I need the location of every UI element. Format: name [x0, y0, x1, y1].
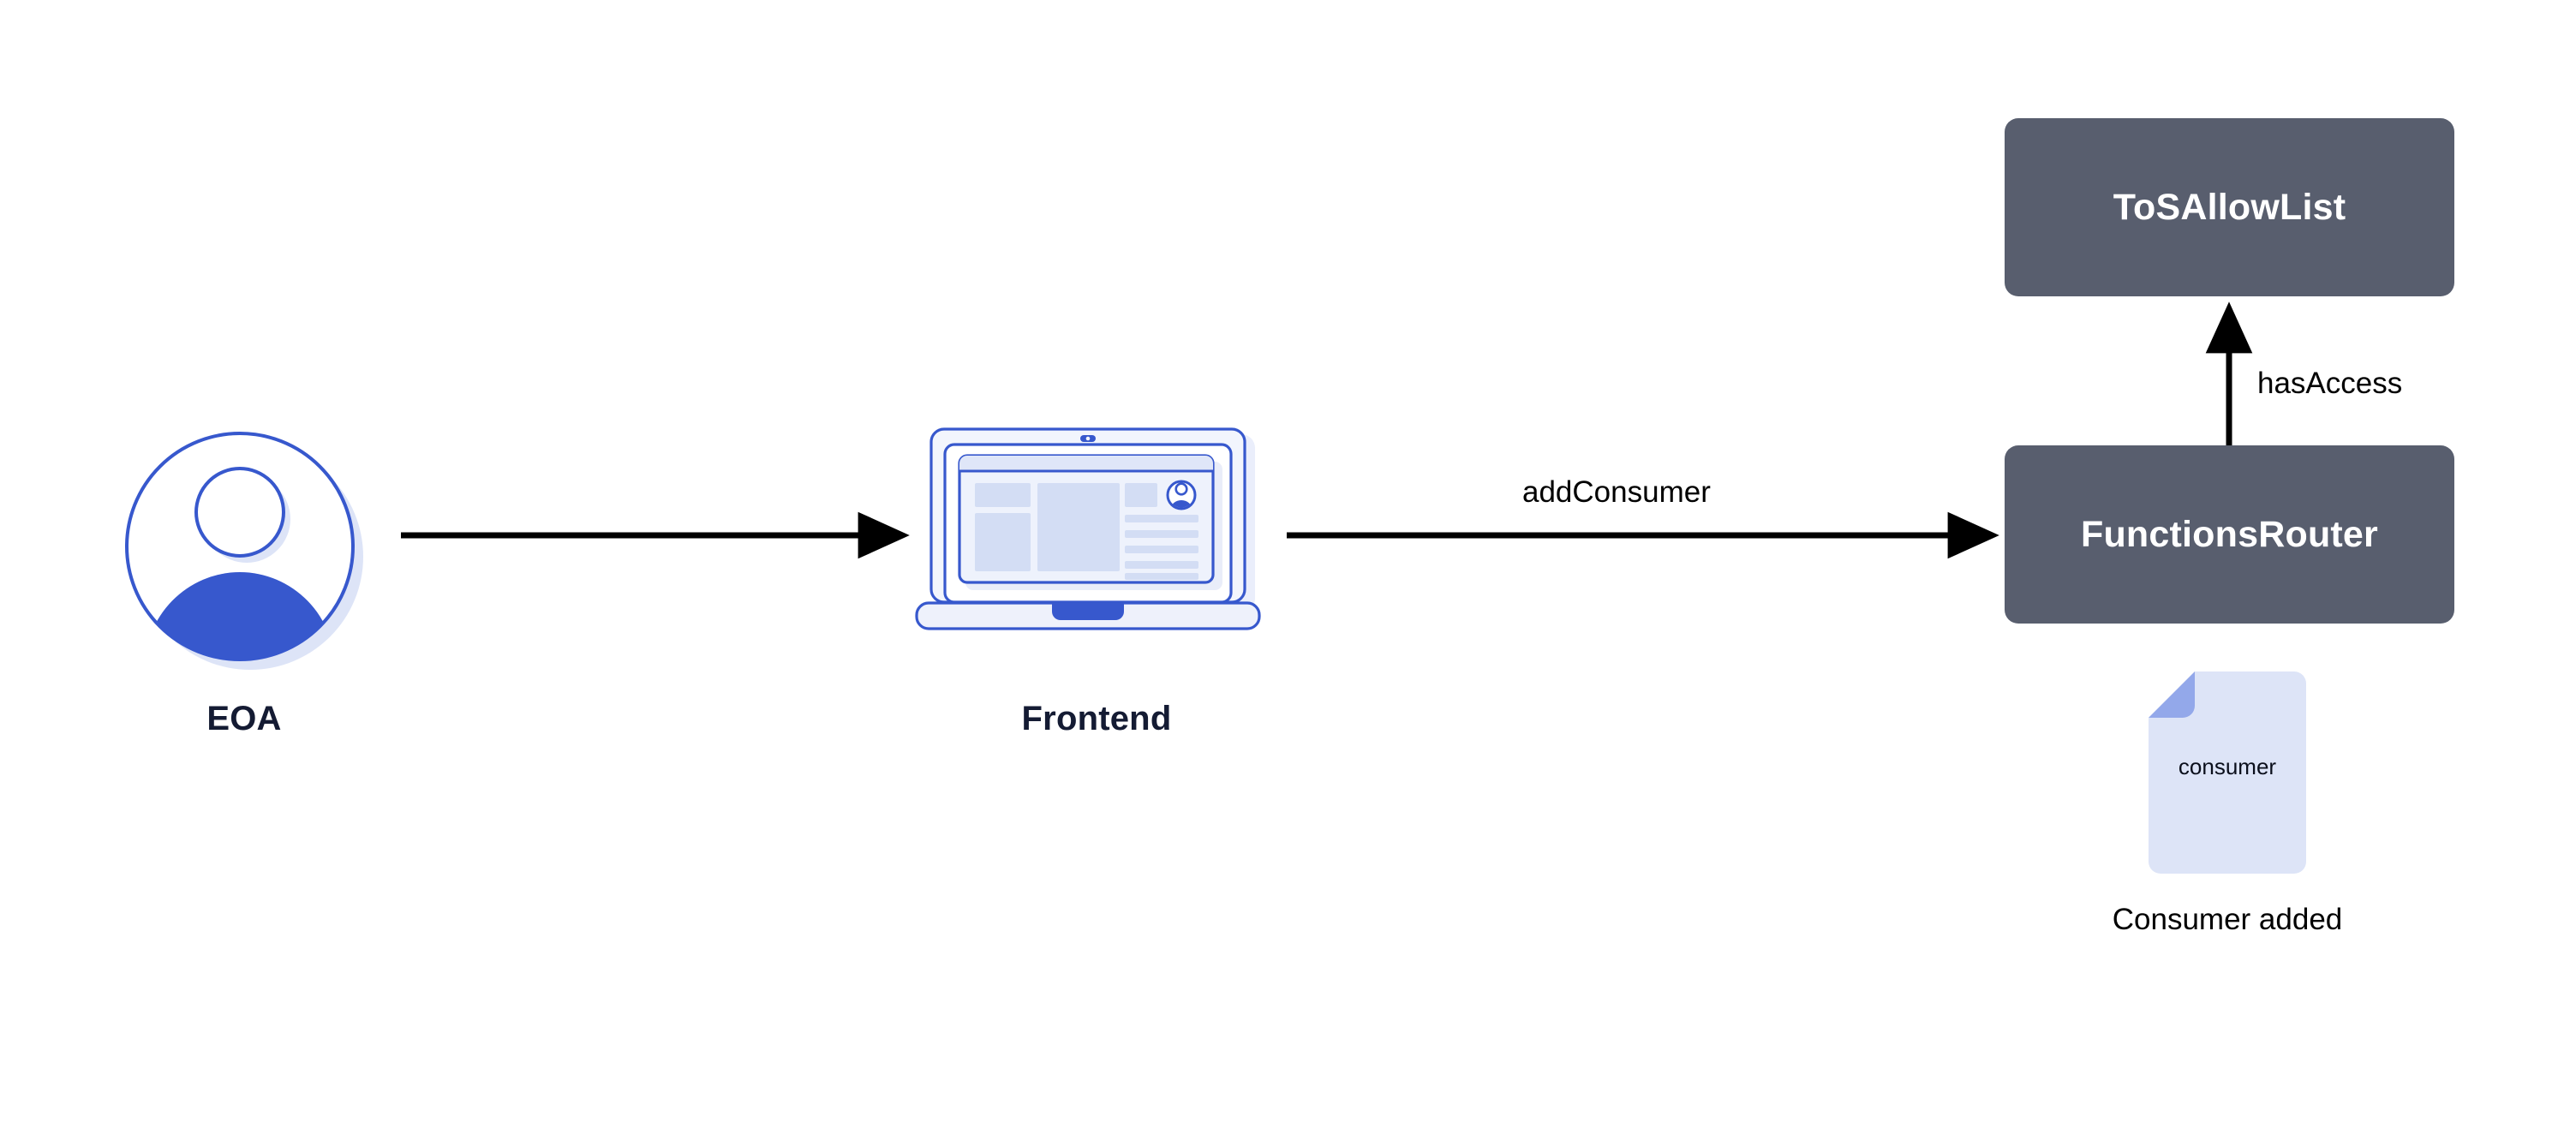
laptop-icon — [915, 427, 1261, 630]
document-icon — [2149, 671, 2306, 874]
eoa-label: EOA — [206, 700, 282, 737]
node-functionsrouter[interactable]: FunctionsRouter — [2005, 445, 2454, 624]
screen-avatar-icon — [1166, 480, 1197, 510]
frontend-label: Frontend — [1021, 700, 1172, 737]
node-tosallowlist[interactable]: ToSAllowList — [2005, 118, 2454, 296]
consumer-added-caption: Consumer added — [2112, 903, 2343, 936]
functionsrouter-label: FunctionsRouter — [2081, 513, 2378, 555]
user-avatar-icon — [125, 432, 363, 670]
edge-label-hasaccess: hasAccess — [2257, 367, 2403, 400]
document-file-label: consumer — [2178, 754, 2277, 779]
edge-label-addconsumer: addConsumer — [1522, 475, 1711, 509]
tosallowlist-label: ToSAllowList — [2113, 186, 2346, 228]
